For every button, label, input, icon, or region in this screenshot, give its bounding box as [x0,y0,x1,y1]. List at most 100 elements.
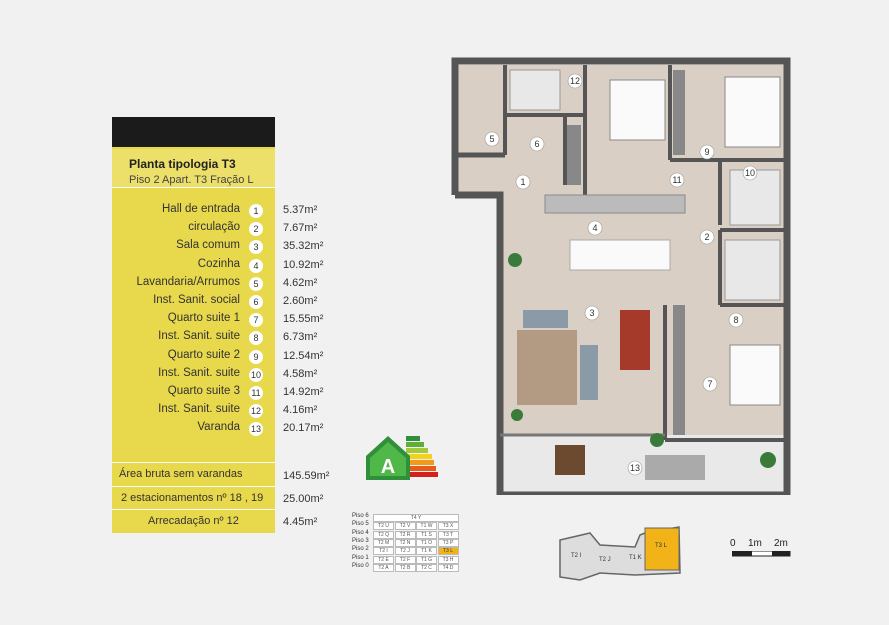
parking-value: 25.00m² [283,493,324,505]
unit-cell: T2 U [373,522,394,531]
storage-value: 4.45m² [283,516,318,528]
unit-cell: T3 T [437,530,459,539]
unit-cell: T3 X [437,522,459,531]
room-area: 4.16m² [283,404,318,417]
room-number: 1 [249,204,263,218]
floor-label: Piso 6 [352,513,369,519]
plan-number: 8 [733,315,738,325]
room-number: 7 [249,313,263,328]
room-number: 8 [249,331,263,346]
room-number: 12 [249,404,263,419]
key-plan-unit: T2 J [599,557,611,563]
room-name: Hall de entrada [162,203,240,215]
room-name: Inst. Sanit. suite [158,330,240,343]
room-area: 7.67m² [283,222,318,235]
floor-label: Piso 5 [352,521,369,528]
key-plan: T2 I T2 J T1 K T3 L [559,526,681,581]
plan-number-marker [484,131,500,147]
unit-cell-selected: T3 L [437,547,459,556]
gross-area-value: 145.59m² [283,470,330,482]
redacted-logo-bar [112,117,275,147]
floor-label: Piso 2 [352,546,369,553]
unit-cell: T1 O [416,538,437,547]
unit-cell: T2 M [373,538,394,547]
gross-area-label: Área bruta sem varandas [119,468,243,480]
panel-title: Planta tipologia T3 [129,157,236,171]
room-name: Quarto suite 2 [167,348,240,361]
room-name: circulação [188,221,240,234]
unit-cell: T2 A [373,563,394,572]
room-area: 6.73m² [283,331,318,344]
room-area: 12.54m² [283,349,324,362]
key-plan-unit-highlight: T3 L [655,543,668,549]
plan-number-marker [699,229,715,245]
scale-label: 1m [748,538,762,549]
room-number: 13 [249,422,263,437]
room-number: 9 [249,349,263,364]
plan-number: 6 [534,139,539,149]
plan-number: 7 [707,379,712,389]
unit-cell: T1 S [416,530,437,539]
unit-cell: T3 H [437,555,459,564]
parking-label: 2 estacionamentos nº 18 , 19 [121,492,264,504]
room-schedule-panel: Planta tipologia T3 Piso 2 Apart. T3 Fra… [112,117,275,533]
unit-cell: T2 I [373,547,394,556]
unit-cell: T2 F [394,555,416,564]
unit-cell: T4 D [437,563,459,572]
unit-cell: T2 R [394,530,416,539]
unit-cell: T2 B [394,563,416,572]
room-number: 2 [249,222,263,237]
plan-number: 10 [745,168,755,178]
key-plan-unit: T2 I [571,553,582,559]
unit-cell: T4 Y [373,514,459,522]
room-name: Quarto suite 3 [167,385,240,397]
unit-cell: T3 P [437,538,459,547]
unit-cell: T2 J [394,547,416,556]
room-area: 14.92m² [283,386,324,398]
room-number: 5 [249,276,263,291]
room-name: Varanda [197,421,240,434]
unit-cell: T2 N [394,538,416,547]
plan-number-marker [702,376,718,392]
floor-label: Piso 0 [352,562,369,569]
unit-cell: T1 G [416,555,437,564]
scale-label: 2m [774,538,788,549]
unit-cell: T2 V [394,522,416,531]
plan-number-marker [587,220,603,236]
plan-number-marker [529,136,545,152]
room-name: Sala comum [176,239,240,252]
room-name: Inst. Sanit. suite [158,403,240,416]
room-area: 4.62m² [283,276,318,289]
room-name: Cozinha [197,257,240,270]
room-number: 6 [249,295,263,309]
key-plan-unit: T1 K [629,555,642,561]
plan-number: 4 [592,223,597,233]
floor-label: Piso 1 [352,554,369,561]
plan-number-marker [627,460,643,476]
room-name: Inst. Sanit. social [153,294,240,306]
unit-cell: T2 Q [373,530,394,539]
storage-label: Arrecadação nº 12 [148,515,239,527]
plan-number: 9 [704,147,709,157]
plan-number-marker [728,312,744,328]
room-area: 2.60m² [283,295,318,307]
plan-number: 2 [704,232,709,242]
plan-number: 13 [630,463,640,473]
room-number: 3 [249,240,263,255]
scale-bar-graphic [732,551,791,557]
plan-number: 11 [672,175,681,185]
room-area: 15.55m² [283,313,324,326]
room-name: Inst. Sanit. suite [158,366,240,379]
room-area: 35.32m² [283,240,324,253]
plan-number-marker [699,144,715,160]
plan-number-marker [742,165,758,181]
plan-number-marker [515,174,531,190]
room-number: 4 [249,258,263,273]
panel-header [112,149,275,188]
room-name: Lavandaria/Arrumos [136,275,240,288]
unit-cell: T2 C [416,563,437,572]
unit-cell: T2 E [373,555,394,564]
room-area: 20.17m² [283,422,324,435]
plan-number: 5 [489,134,494,144]
